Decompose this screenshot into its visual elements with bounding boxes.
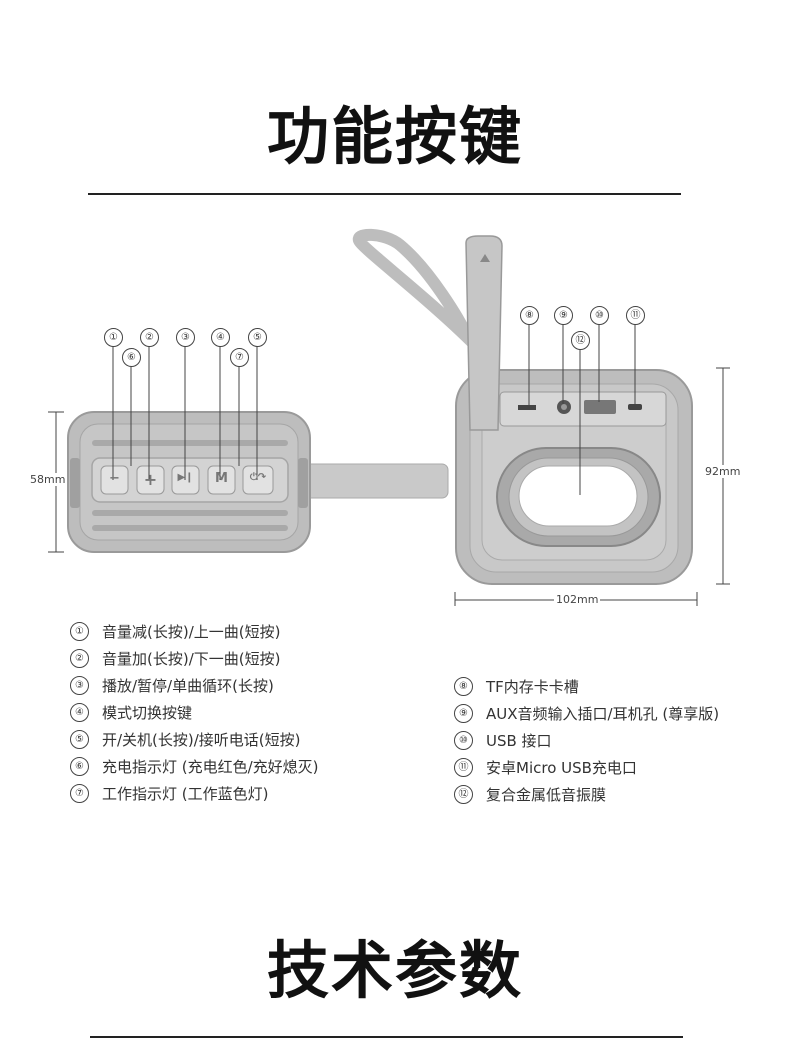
- section-title-specs: 技术参数: [266, 934, 523, 1007]
- port-flap: [465, 235, 503, 431]
- callout-6: ⑥: [122, 348, 141, 367]
- callout-12: ⑫: [571, 331, 590, 350]
- dimension-92mm: 92mm: [703, 465, 743, 478]
- callout-5: ⑤: [248, 328, 267, 347]
- play-pause-button: ▶❙: [177, 472, 194, 483]
- power-button: ⏻↷: [249, 472, 267, 483]
- mode-button: M: [215, 471, 228, 486]
- callout-7: ⑦: [230, 348, 249, 367]
- callout-3: ③: [176, 328, 195, 347]
- callout-9: ⑨: [554, 306, 573, 325]
- speaker-top-view: [48, 346, 449, 553]
- callout-4: ④: [211, 328, 230, 347]
- volume-down-button: −: [109, 471, 120, 486]
- dimension-58mm: 58mm: [28, 473, 68, 486]
- divider-top: [88, 193, 681, 195]
- divider-bottom: [90, 1036, 683, 1038]
- callout-8: ⑧: [520, 306, 539, 325]
- callout-1: ①: [104, 328, 123, 347]
- callout-10: ⑩: [590, 306, 609, 325]
- callout-11: ⑪: [626, 306, 645, 325]
- section-title-functions: 功能按键: [266, 100, 523, 173]
- callout-2: ②: [140, 328, 159, 347]
- volume-up-button: +: [143, 470, 158, 489]
- speaker-front-view: [352, 228, 730, 606]
- dimension-102mm: 102mm: [554, 593, 601, 606]
